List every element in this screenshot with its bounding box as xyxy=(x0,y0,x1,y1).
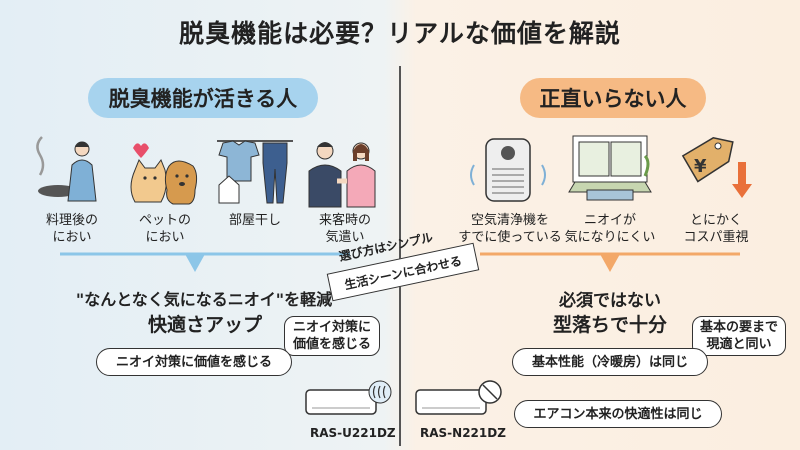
cooking-icon xyxy=(36,136,97,202)
page-title: 脱臭機能は必要？リアルな価値を解説 xyxy=(179,19,621,48)
left-item-cooking-label: 料理後のにおい xyxy=(45,213,98,245)
guests-icon xyxy=(308,142,376,208)
room-icon xyxy=(568,135,652,201)
left-heading: 脱臭機能が活きる人 xyxy=(88,78,318,118)
right-main-line1: 必須ではない xyxy=(559,291,661,311)
price-tag-icon: ¥ xyxy=(681,137,752,198)
air-purifier-icon xyxy=(470,138,546,202)
right-item-room-label: ニオイが気になりにくい xyxy=(564,213,656,245)
laundry-icon xyxy=(217,140,293,204)
left-item-guests-label: 来客時の気遣い xyxy=(318,213,371,245)
right-model-number: RAS-N221DZ xyxy=(420,426,506,440)
left-item-pets-label: ペットのにおい xyxy=(138,213,191,245)
left-bubble-value: ニオイ対策に価値を感じる xyxy=(284,316,380,356)
right-item-purifier-label: 空気清浄機をすでに使っている xyxy=(458,213,562,245)
right-bubble-basic: 基本の要まで現適と同い xyxy=(692,316,786,356)
center-ribbon: 選び方はシンプル 生活シーンに合わせる xyxy=(318,230,488,308)
right-bubble-performance: 基本性能（冷暖房）は同じ xyxy=(512,348,708,376)
ac-unit-deodorize-icon xyxy=(305,380,392,415)
left-model-number: RAS-U221DZ xyxy=(310,426,396,440)
right-main-line2: 型落ちで十分 xyxy=(552,314,667,336)
right-heading: 正直いらない人 xyxy=(520,78,706,118)
ac-unit-standard-icon xyxy=(415,380,502,415)
right-arrow xyxy=(480,252,740,272)
right-item-cost-label: とにかくコスパ重視 xyxy=(683,213,749,245)
svg-text:¥: ¥ xyxy=(694,156,707,177)
pets-icon xyxy=(130,143,198,205)
left-bubble-odor: ニオイ対策に価値を感じる xyxy=(96,348,292,376)
right-bubble-comfort: エアコン本来の快適性は同じ xyxy=(514,400,722,428)
center-divider xyxy=(399,66,401,446)
left-item-laundry-label: 部屋干し xyxy=(228,213,281,228)
left-arrow xyxy=(60,252,350,272)
left-main-line2: 快適さアップ xyxy=(147,314,262,336)
left-main-line1: "なんとなく気になるニオイ"を軽減 xyxy=(75,290,333,309)
